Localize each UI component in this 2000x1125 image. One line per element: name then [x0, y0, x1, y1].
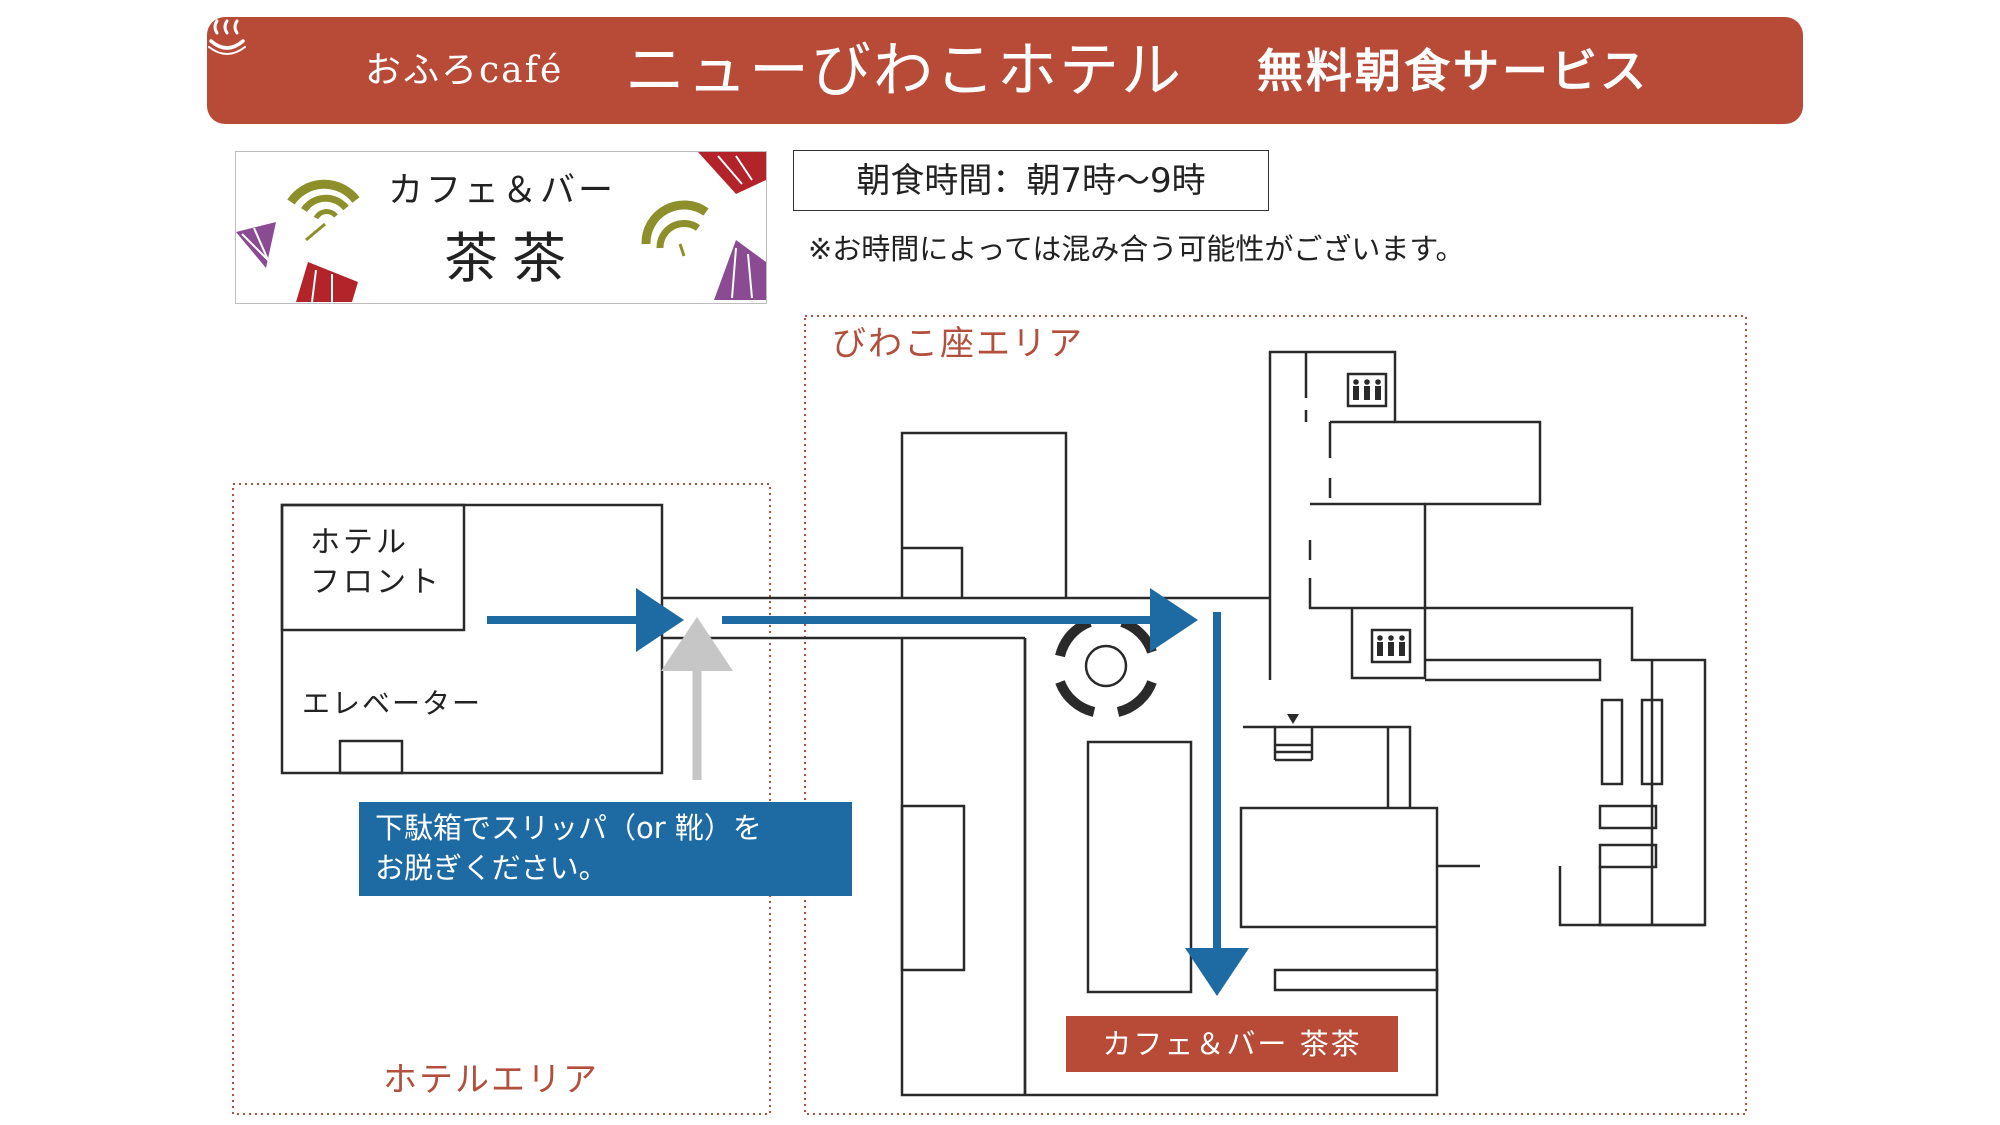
folding-fan-icon — [236, 222, 276, 268]
restroom-icon — [1370, 628, 1412, 664]
building-walls — [280, 350, 1707, 1097]
folding-fan-icon — [698, 152, 766, 194]
stair-down-marker — [1287, 714, 1299, 724]
restroom-icon — [1346, 372, 1388, 408]
front-label-line2: フロント — [310, 565, 442, 600]
folding-fan-icon — [287, 179, 360, 242]
folding-fan-icon — [714, 240, 766, 300]
instruction-line2: お脱ぎください。 — [375, 851, 608, 885]
brand-name: おふろcafé — [365, 50, 564, 91]
cafe-destination-label: カフェ＆バー 茶茶 — [1066, 1016, 1398, 1072]
cafe-logo-card: カフェ＆バー 茶茶 — [235, 151, 767, 304]
round-table — [1055, 617, 1157, 717]
breakfast-hours-box: 朝食時間：朝7時～9時 — [793, 150, 1269, 211]
folding-fan-icon — [641, 200, 709, 257]
crowding-note: ※お時間によっては混み合う可能性がございます。 — [808, 232, 1465, 266]
biwako-za-area-border — [804, 315, 1747, 1115]
service-title: 無料朝食サービス — [1257, 44, 1649, 98]
elevator-door — [338, 739, 404, 775]
counter — [1086, 740, 1193, 994]
biwako-za-area-label: びわこ座エリア — [832, 324, 1084, 364]
front-label-line1: ホテル — [310, 525, 409, 560]
slipper-instruction: 下駄箱でスリッパ（or 靴）を お脱ぎください。 — [359, 802, 852, 896]
instruction-line1: 下駄箱でスリッパ（or 靴）を — [375, 811, 762, 845]
logo-subtitle: カフェ＆バー — [388, 171, 617, 211]
hot-spring-icon — [208, 19, 246, 55]
header-banner: おふろcafé ニューびわこホテル 無料朝食サービス — [207, 17, 1803, 124]
front-desk-room — [280, 503, 466, 632]
hotel-area-border — [232, 483, 771, 1115]
hotel-name: ニューびわこホテル — [625, 36, 1183, 106]
hotel-area-label: ホテルエリア — [383, 1060, 599, 1100]
hotel-front-label: ホテル フロント — [310, 523, 442, 603]
logo-name: 茶茶 — [444, 227, 580, 290]
logo-decoration — [236, 152, 766, 303]
elevator-label: エレベーター — [302, 687, 483, 720]
folding-fan-icon — [296, 262, 358, 303]
